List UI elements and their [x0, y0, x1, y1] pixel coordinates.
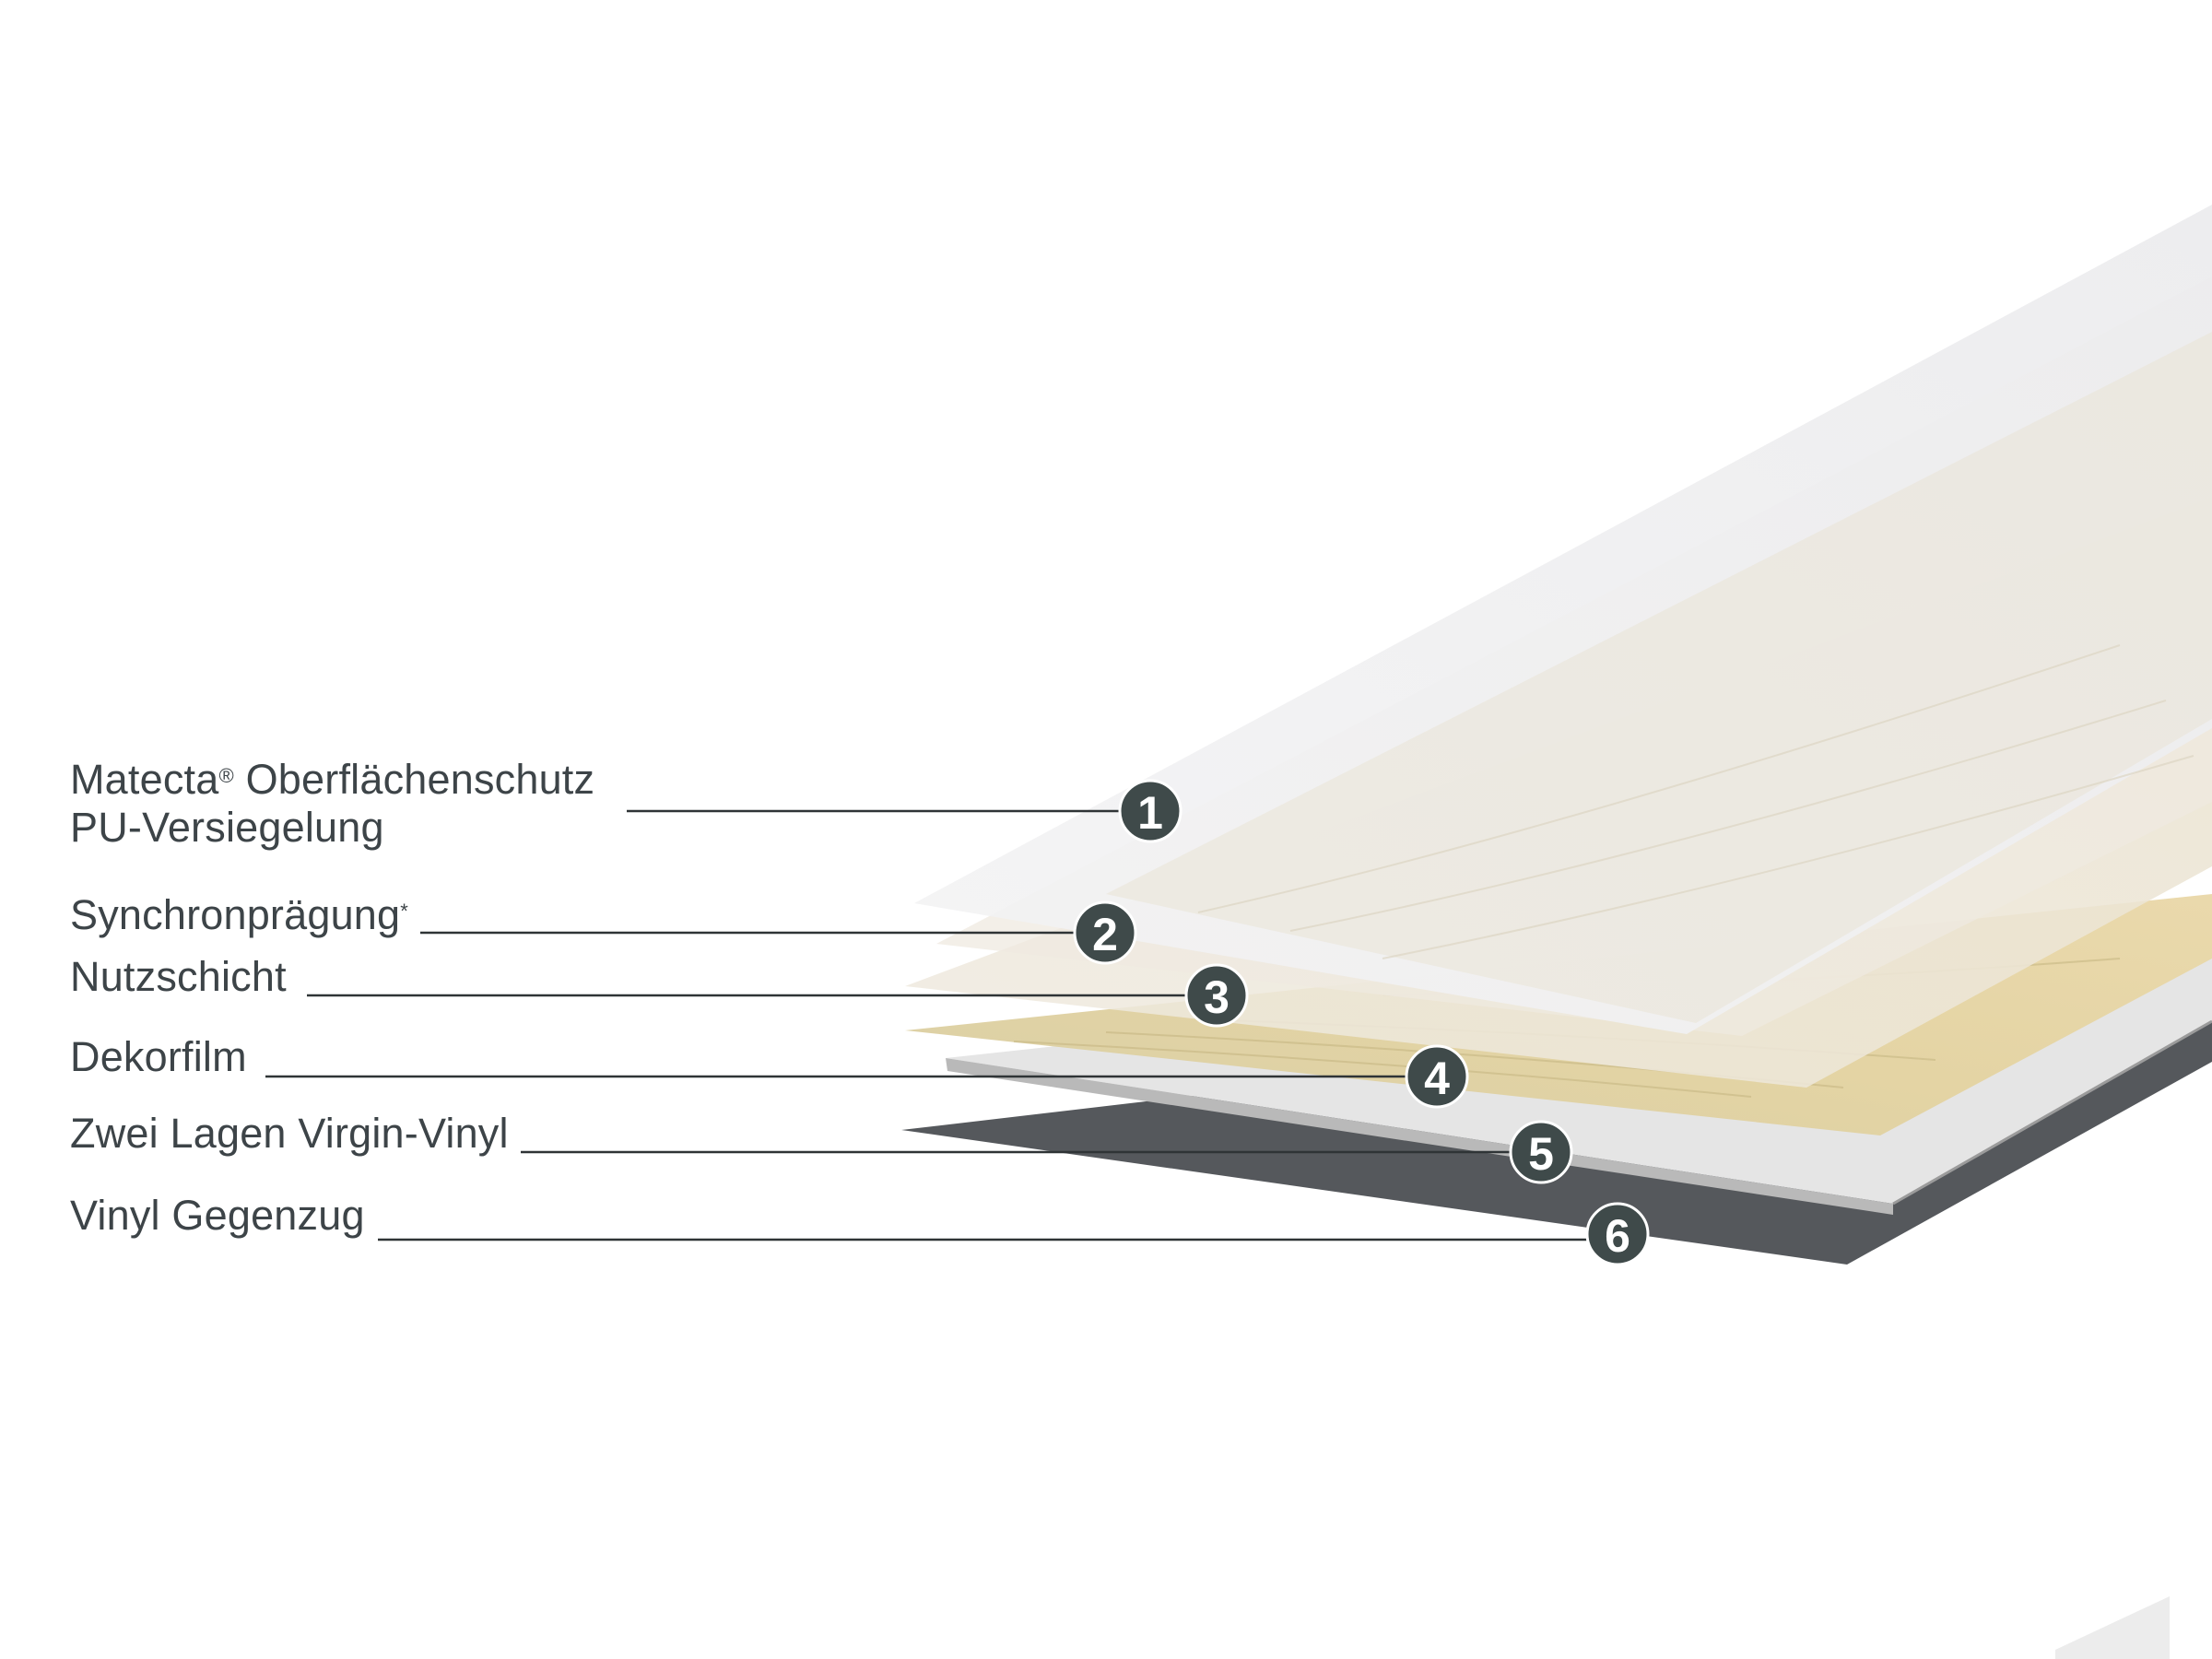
label-layer-2-text: Synchronprägung [70, 891, 401, 938]
svg-text:2: 2 [1092, 909, 1118, 960]
layer-1-coating-inner [1106, 332, 2212, 1023]
svg-text:3: 3 [1204, 971, 1230, 1023]
svg-text:5: 5 [1528, 1128, 1554, 1180]
label-layer-4: Dekorfilm [70, 1033, 247, 1081]
registered-mark: ® [218, 764, 234, 787]
label-layer-1-line2: PU-Versiegelung [70, 804, 384, 851]
label-layer-3-text: Nutzschicht [70, 953, 287, 1000]
label-layer-5: Zwei Lagen Virgin-Vinyl [70, 1110, 509, 1158]
badge-6: 6 [1585, 1202, 1650, 1266]
badge-2: 2 [1073, 900, 1137, 965]
asterisk-mark: * [400, 900, 409, 923]
svg-text:1: 1 [1137, 787, 1163, 839]
label-layer-3: Nutzschicht [70, 953, 287, 1001]
label-layer-6-text: Vinyl Gegenzug [70, 1192, 365, 1239]
svg-text:4: 4 [1424, 1053, 1450, 1104]
label-layer-6: Vinyl Gegenzug [70, 1192, 365, 1240]
label-layer-4-text: Dekorfilm [70, 1033, 247, 1080]
badge-3: 3 [1184, 963, 1249, 1028]
badge-4: 4 [1405, 1044, 1469, 1109]
label-layer-5-text: Zwei Lagen Virgin-Vinyl [70, 1110, 509, 1157]
badge-5: 5 [1509, 1120, 1573, 1184]
label-layer-1: Matecta® Oberflächenschutz PU-Versiegelu… [70, 756, 594, 852]
label-layer-2: Synchronprägung* [70, 891, 408, 939]
svg-text:6: 6 [1605, 1210, 1630, 1262]
label-layer-1-line1-rest: Oberflächenschutz [233, 756, 595, 803]
corner-fragment [2055, 1596, 2170, 1659]
leader-lines [265, 809, 1594, 1241]
badge-1: 1 [1118, 779, 1182, 843]
layer-5-vinyl-core-edge [946, 1058, 1893, 1215]
label-layer-1-line1: Matecta [70, 756, 219, 803]
